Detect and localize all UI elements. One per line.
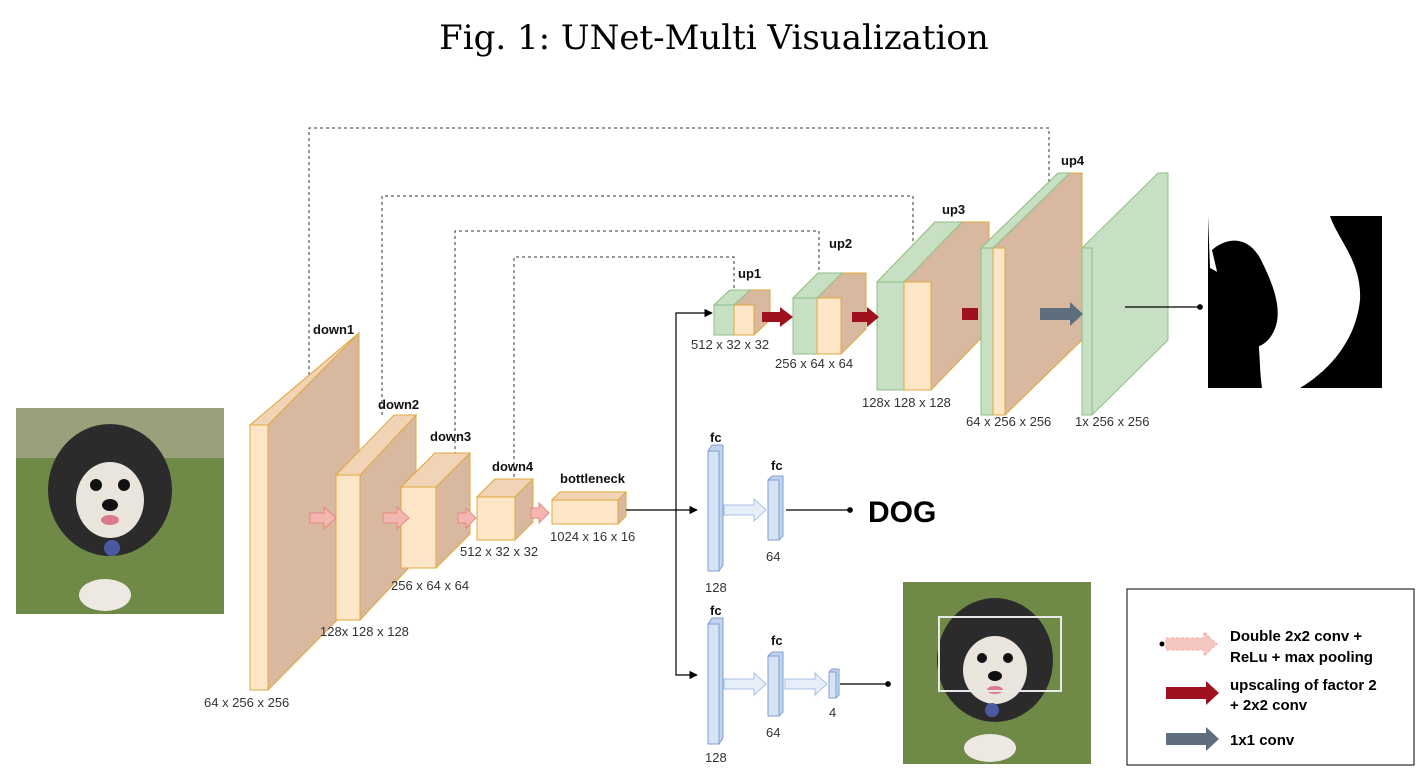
block-up3 [875, 221, 990, 391]
fc1-label: fc [710, 430, 722, 445]
pink-arrow-icon [1165, 630, 1218, 658]
gray-arrow-icon [1166, 727, 1219, 751]
fc1-size: 128 [705, 580, 727, 595]
skip-connections [308, 127, 1050, 483]
block-output [1081, 172, 1169, 416]
legend-item-1-line1: Double 2x2 conv + [1230, 628, 1362, 645]
legend: Double 2x2 conv + ReLu + max pooling ups… [1126, 588, 1415, 766]
label-down3: down3 [430, 429, 471, 444]
branch-connections [626, 308, 713, 680]
block-up4 [979, 172, 1083, 416]
classification-head: fc fc 128 64 DOG [705, 430, 936, 595]
block-up2 [791, 272, 867, 355]
fc1-label: fc [710, 603, 722, 618]
dims-up1: 512 x 32 x 32 [691, 337, 769, 352]
dark-red-arrow-icon [962, 308, 978, 320]
label-down2: down2 [378, 397, 419, 412]
skip-down4-up1 [513, 256, 735, 483]
dark-red-arrow-icon [1166, 681, 1219, 705]
dark-red-arrow-icon [852, 307, 879, 327]
block-down3 [399, 452, 472, 569]
block-down1 [248, 331, 360, 692]
legend-item-3-line1: 1x1 conv [1230, 732, 1295, 749]
bbox-dog-image [903, 582, 1091, 764]
fc3-size: 4 [829, 705, 836, 720]
bbox-head: fc fc 128 64 4 [705, 603, 891, 765]
block-up1 [712, 289, 771, 336]
legend-item-2-line1: upscaling of factor 2 [1230, 677, 1377, 694]
legend-item-2-line2: + 2x2 conv [1230, 697, 1308, 714]
fc2-size: 64 [766, 725, 780, 740]
dark-red-arrow-icon [762, 307, 793, 327]
dims-bottleneck: 1024 x 16 x 16 [550, 529, 635, 544]
block-down4 [475, 478, 535, 541]
dims-output: 1x 256 x 256 [1075, 414, 1149, 429]
pink-arrow-icon [457, 506, 477, 530]
block-down2 [334, 414, 418, 622]
fc1-size: 128 [705, 750, 727, 765]
dims-down3: 256 x 64 x 64 [391, 578, 469, 593]
decoder [712, 172, 1169, 416]
label-down1: down1 [313, 322, 354, 337]
dims-up3: 128x 128 x 128 [862, 395, 951, 410]
pink-arrow-icon [530, 501, 550, 525]
label-up3: up3 [942, 202, 965, 217]
dims-down2: 128x 128 x 128 [320, 624, 409, 639]
encoder [248, 331, 628, 692]
fc2-size: 64 [766, 549, 780, 564]
label-up4: up4 [1061, 153, 1085, 168]
label-down4: down4 [492, 459, 534, 474]
label-up1: up1 [738, 266, 761, 281]
gray-arrow-icon [1040, 302, 1083, 326]
decoder-arrows [762, 302, 1083, 327]
input-dog-image [16, 408, 224, 614]
legend-item-1-line2: ReLu + max pooling [1230, 649, 1373, 666]
pink-arrow-icon [382, 505, 410, 531]
label-bottleneck: bottleneck [560, 471, 626, 486]
fc2-label: fc [771, 633, 783, 648]
skip-down2-up3 [381, 195, 914, 415]
encoder-arrows [309, 501, 550, 531]
dims-down1: 64 x 256 x 256 [204, 695, 289, 710]
skip-down1-up4 [308, 127, 1050, 375]
figure-title: Fig. 1: UNet-Multi Visualization [439, 18, 989, 58]
block-bottleneck [550, 491, 628, 525]
pink-arrow-icon [309, 505, 337, 531]
dims-down4: 512 x 32 x 32 [460, 544, 538, 559]
dims-up4: 64 x 256 x 256 [966, 414, 1051, 429]
fc2-label: fc [771, 458, 783, 473]
class-output: DOG [868, 496, 936, 529]
label-up2: up2 [829, 236, 852, 251]
segmentation-mask-image [1208, 216, 1382, 388]
dims-up2: 256 x 64 x 64 [775, 356, 853, 371]
